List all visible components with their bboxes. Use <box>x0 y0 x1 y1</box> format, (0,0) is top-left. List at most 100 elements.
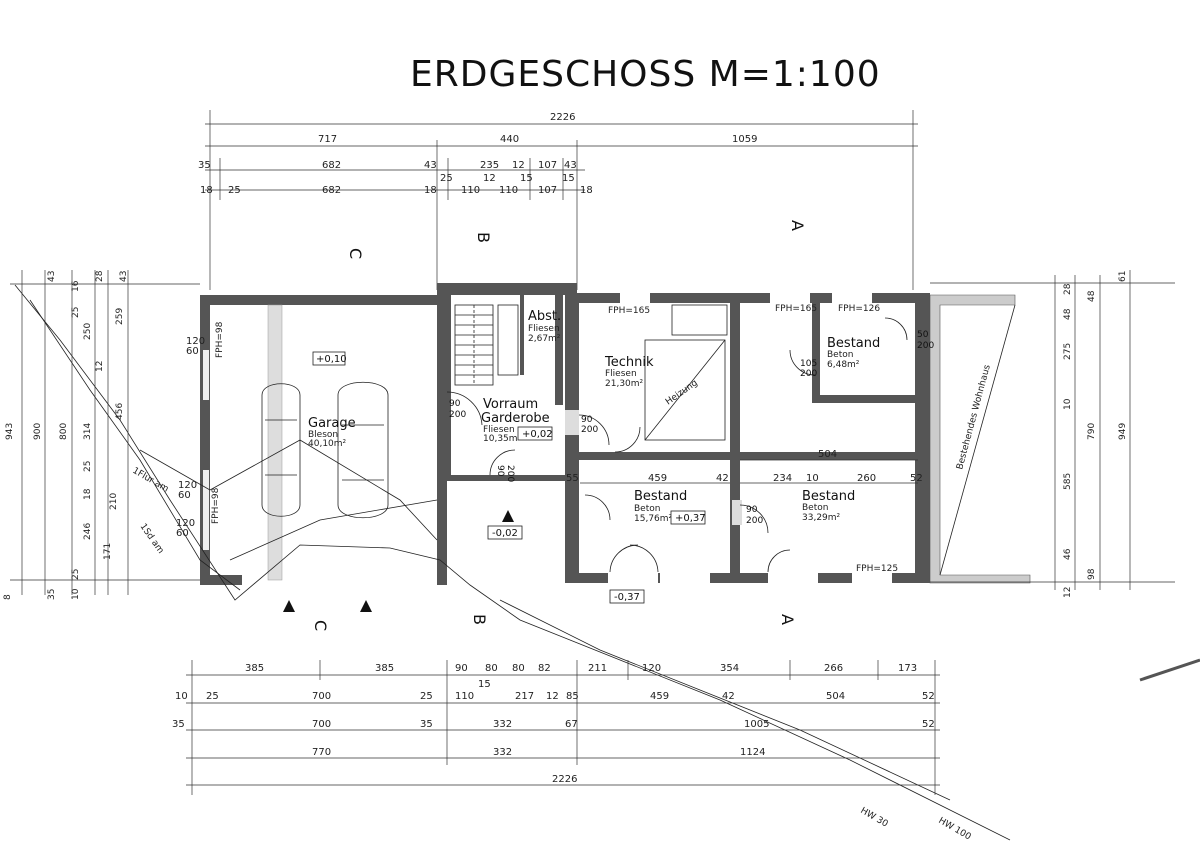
bestand-mid-finish: Beton <box>634 504 660 514</box>
dim-b-332a: 332 <box>493 719 512 730</box>
technik-finish: Fliesen <box>605 369 637 379</box>
door-labels: 90 200 90 200 105 200 90 200 50 200 90 2… <box>449 330 934 526</box>
hw-30: HW 30 <box>859 806 890 830</box>
bestand-small-area: 6,48m² <box>827 360 860 370</box>
dim-i-52: 52 <box>910 473 923 484</box>
dim-top-110b: 110 <box>499 185 518 196</box>
door3-h: 200 <box>800 369 817 379</box>
dim-top-18a: 18 <box>200 185 213 196</box>
dim-b-217: 217 <box>515 691 534 702</box>
dim-b-42: 42 <box>722 691 735 702</box>
interior-dims: 120 60 120 60 120 60 459 42 504 234 10 2… <box>176 336 923 539</box>
bestand-mid-area: 15,76m² <box>634 514 673 524</box>
vorraum-name: Vorraum <box>483 397 538 412</box>
dim-b-385b: 385 <box>375 663 394 674</box>
dim-b-1124: 1124 <box>740 747 765 758</box>
dim-b-354: 354 <box>720 663 739 674</box>
dim-top-35: 35 <box>198 160 211 171</box>
door6-h: 200 <box>505 465 515 482</box>
dim-top-12a: 12 <box>512 160 525 171</box>
dim-r-10: 10 <box>1063 398 1073 410</box>
dim-l-314: 314 <box>83 423 93 440</box>
flur-label-1: 1Flur am <box>131 466 171 495</box>
garage-finish: Bleson <box>308 430 338 440</box>
dim-top-43b: 43 <box>564 160 577 171</box>
dim-top-18b: 18 <box>424 185 437 196</box>
wohnhaus-label: Bestehendes Wohnhaus <box>955 363 993 470</box>
section-markers-bottom: C B A <box>283 510 797 631</box>
top-dimensions: 2226 717 440 1059 35 682 43 235 12 107 4… <box>198 110 918 290</box>
dim-g-60a: 60 <box>186 346 199 357</box>
dim-b-266: 266 <box>824 663 843 674</box>
dim-overall-top: 2226 <box>550 112 575 123</box>
dim-r-48b: 48 <box>1087 290 1097 302</box>
dim-top-43a: 43 <box>424 160 437 171</box>
dim-g-120b: 120 <box>178 480 197 491</box>
dim-top-25a: 25 <box>228 185 241 196</box>
door1-w: 90 <box>449 399 461 409</box>
dim-top-440: 440 <box>500 134 519 145</box>
section-marker-c-top: C <box>346 248 365 259</box>
section-markers-top: C B A <box>346 220 807 259</box>
bestand-small-name: Bestand <box>827 336 880 351</box>
dim-l-250: 250 <box>83 323 93 340</box>
flur-label-2: 1Sd am <box>138 522 166 556</box>
dim-l-8: 8 <box>3 594 13 600</box>
door4-h: 200 <box>746 516 763 526</box>
dim-l-943: 943 <box>5 423 15 440</box>
section-marker-a-top: A <box>788 220 807 231</box>
dim-r-12: 12 <box>1063 587 1073 598</box>
dim-top-25b: 25 <box>440 173 453 184</box>
dim-top-12b: 12 <box>483 173 496 184</box>
dim-top-682: 682 <box>322 160 341 171</box>
bestand-right-finish: Beton <box>802 503 828 513</box>
dim-b-35b: 35 <box>420 719 433 730</box>
dim-b-overall: 2226 <box>552 774 577 785</box>
dim-b-85: 85 <box>566 691 579 702</box>
dim-r-790: 790 <box>1087 423 1097 440</box>
section-marker-b-bottom: B <box>470 614 489 625</box>
dim-b-12: 12 <box>546 691 559 702</box>
vorraum-level: +0,02 <box>522 429 553 440</box>
entry-level: -0,02 <box>492 528 518 539</box>
door-swings <box>446 317 908 573</box>
dim-r-46: 46 <box>1063 548 1073 560</box>
dim-b-35a: 35 <box>172 719 185 730</box>
dim-g-60c: 60 <box>176 528 189 539</box>
dim-b-25b: 25 <box>420 691 433 702</box>
dim-i-42: 42 <box>716 473 729 484</box>
outside-level: -0,37 <box>614 592 640 603</box>
dim-b-67: 67 <box>565 719 578 730</box>
dim-b-332b: 332 <box>493 747 512 758</box>
bestand-right-area: 33,29m² <box>802 513 841 523</box>
dim-l-28: 28 <box>95 270 105 282</box>
fph-126: FPH=126 <box>838 304 880 314</box>
dim-l-246: 246 <box>83 523 93 540</box>
dim-top-235: 235 <box>480 160 499 171</box>
abst-finish: Fliesen <box>528 324 560 334</box>
technik-area: 21,30m² <box>605 379 644 389</box>
dim-top-107a: 107 <box>538 160 557 171</box>
dim-l-456: 456 <box>115 403 125 420</box>
dim-l-800: 800 <box>59 423 69 440</box>
dim-l-18: 18 <box>83 488 93 500</box>
technik-name: Technik <box>604 355 654 370</box>
bestand-small-finish: Beton <box>827 350 853 360</box>
dim-b-1005: 1005 <box>744 719 769 730</box>
fph-125: FPH=125 <box>856 564 898 574</box>
dim-b-700a: 700 <box>312 691 331 702</box>
dim-b-504: 504 <box>826 691 845 702</box>
bottom-dimensions: 385 385 90 80 80 82 211 120 354 266 173 … <box>172 660 940 795</box>
dim-g-120a: 120 <box>186 336 205 347</box>
section-marker-b-top: B <box>474 232 493 243</box>
dim-r-98: 98 <box>1087 568 1097 580</box>
bestand-mid-name: Bestand <box>634 489 687 504</box>
dim-l-210: 210 <box>109 493 119 510</box>
door5-h: 200 <box>917 341 934 351</box>
dim-l-25c: 25 <box>71 569 81 580</box>
dim-top-15a: 15 <box>520 173 533 184</box>
dim-b-80b: 80 <box>512 663 525 674</box>
dim-l-171: 171 <box>103 543 113 560</box>
dim-l-25b: 25 <box>83 461 93 472</box>
dim-l-10: 10 <box>71 588 81 600</box>
